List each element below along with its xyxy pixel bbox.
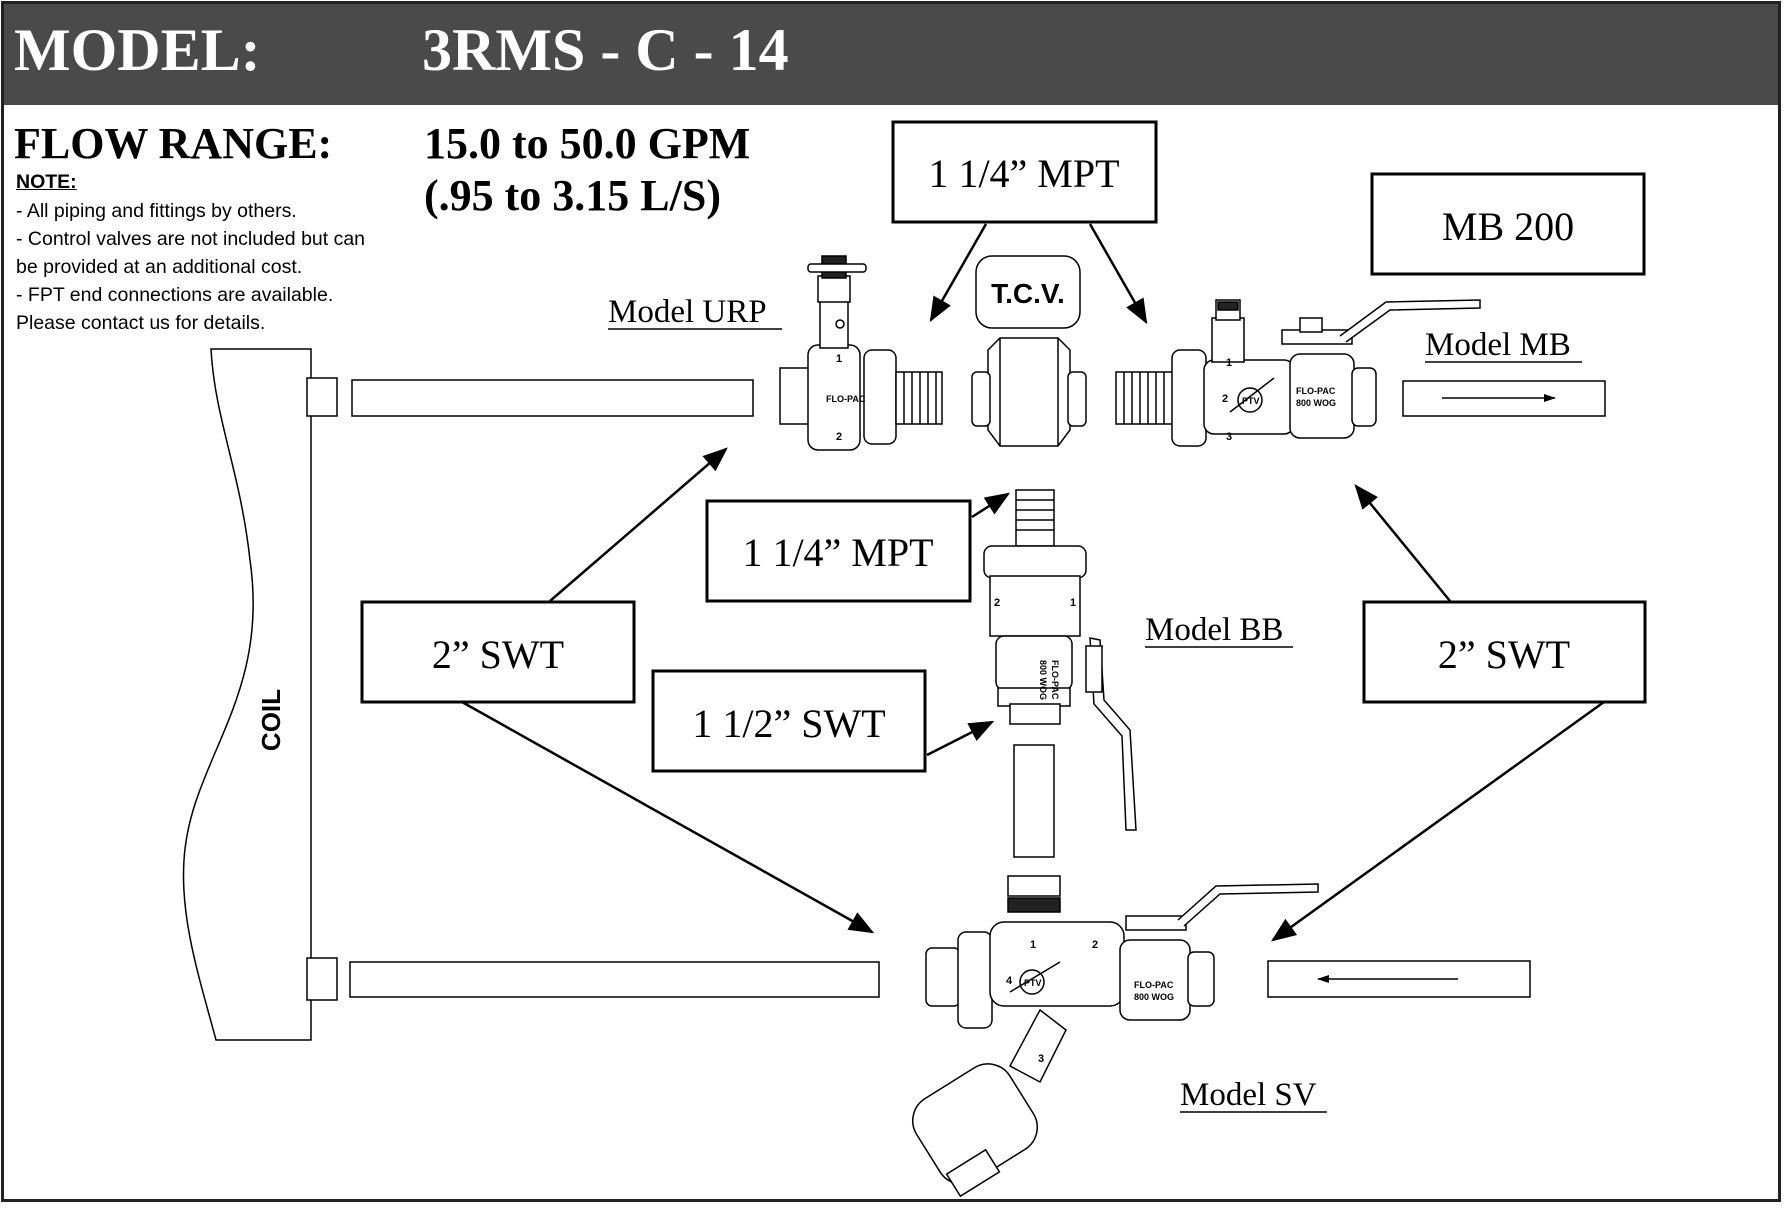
mb200-text: MB 200 xyxy=(1442,204,1574,249)
coil-top-nozzle xyxy=(306,377,338,417)
coil-body xyxy=(182,348,312,1041)
note-title: NOTE: xyxy=(16,171,77,193)
bb-port-1: 1 xyxy=(1070,597,1076,609)
urp-port-1: 1 xyxy=(836,353,842,365)
pointer-arrow xyxy=(1088,223,1148,325)
bb-port-2: 2 xyxy=(994,597,1000,609)
bb-flopac-label: FLO-PAC xyxy=(1050,660,1060,700)
pointer-arrow xyxy=(929,223,988,323)
note-line: be provided at an additional cost. xyxy=(16,256,303,278)
mpt-top-box xyxy=(891,120,1158,224)
sv-inlet-pipe xyxy=(1267,960,1531,998)
urp-port-2: 2 xyxy=(836,431,842,443)
sv-port-2: 2 xyxy=(1092,939,1098,951)
mb-ptv-label: PTV xyxy=(1242,396,1260,406)
bb-valve xyxy=(983,489,1137,831)
mb-valve xyxy=(1115,299,1481,447)
bottom-return-pipe xyxy=(349,961,880,998)
model-sv-label: Model SV xyxy=(1180,1077,1317,1113)
pointer-arrow xyxy=(971,492,1011,519)
coil-label: COIL xyxy=(256,689,286,751)
bb-connecting-pipe xyxy=(1013,744,1055,858)
mb-port-3: 3 xyxy=(1226,431,1232,443)
swt-bb-box xyxy=(651,669,927,773)
note-line: - Control valves are not included but ca… xyxy=(16,228,366,250)
note-line: Please contact us for details. xyxy=(16,312,266,334)
bb-wog-label: 800 WOG xyxy=(1038,660,1048,700)
mb-outlet-pipe xyxy=(1402,380,1606,417)
pointer-arrow xyxy=(1354,484,1451,602)
sv-port-3: 3 xyxy=(1038,1053,1044,1065)
sv-ptv-label: PTV xyxy=(1024,978,1042,988)
flow-range-label: FLOW RANGE: xyxy=(14,119,333,168)
header-bar xyxy=(4,4,1778,105)
note-line: - All piping and fittings by others. xyxy=(16,200,297,222)
top-supply-pipe xyxy=(351,379,754,417)
flow-ls: (.95 to 3.15 L/S) xyxy=(424,171,721,220)
sv-flopac-label: FLO-PAC xyxy=(1134,980,1174,990)
swt-right-text: 2” SWT xyxy=(1438,632,1570,677)
model-label: MODEL: xyxy=(14,17,261,83)
tcv-label: T.C.V. xyxy=(991,278,1065,309)
pointer-arrow xyxy=(1270,700,1605,942)
mb-wog-label: 800 WOG xyxy=(1296,398,1336,408)
mpt-mid-box xyxy=(705,499,972,603)
coil-bottom-nozzle xyxy=(306,957,338,1001)
mpt-top-text: 1 1/4” MPT xyxy=(928,151,1119,196)
pointer-arrow xyxy=(461,700,875,934)
note-line: - FPT end connections are available. xyxy=(16,284,334,306)
flow-gpm: 15.0 to 50.0 GPM xyxy=(424,119,751,168)
swt-left-box xyxy=(360,600,636,704)
pointer-arrow xyxy=(549,447,728,602)
sv-port-1: 1 xyxy=(1030,939,1036,951)
swt-right-box xyxy=(1362,600,1647,704)
model-bb-label: Model BB xyxy=(1145,612,1283,648)
sv-valve xyxy=(911,875,1319,1198)
model-number: 3RMS - C - 14 xyxy=(422,17,789,83)
urp-valve xyxy=(779,255,943,451)
urp-flopac-label: FLO-PAC xyxy=(826,394,866,404)
sv-wog-label: 800 WOG xyxy=(1134,992,1174,1002)
tcv-valve xyxy=(971,255,1087,447)
model-urp-label: Model URP xyxy=(608,294,767,330)
pointer-arrow xyxy=(926,720,995,757)
sv-port-4: 4 xyxy=(1006,975,1013,987)
swt-bb-text: 1 1/2” SWT xyxy=(692,701,885,746)
mpt-mid-text: 1 1/4” MPT xyxy=(742,530,933,575)
model-mb-label: Model MB xyxy=(1425,327,1571,363)
mb200-box xyxy=(1370,172,1646,276)
note-body: - All piping and fittings by others. - C… xyxy=(16,197,365,337)
mb-port-1: 1 xyxy=(1226,357,1232,369)
mb-flopac-label: FLO-PAC xyxy=(1296,386,1336,396)
swt-left-text: 2” SWT xyxy=(432,632,564,677)
mb-port-2: 2 xyxy=(1222,393,1228,405)
